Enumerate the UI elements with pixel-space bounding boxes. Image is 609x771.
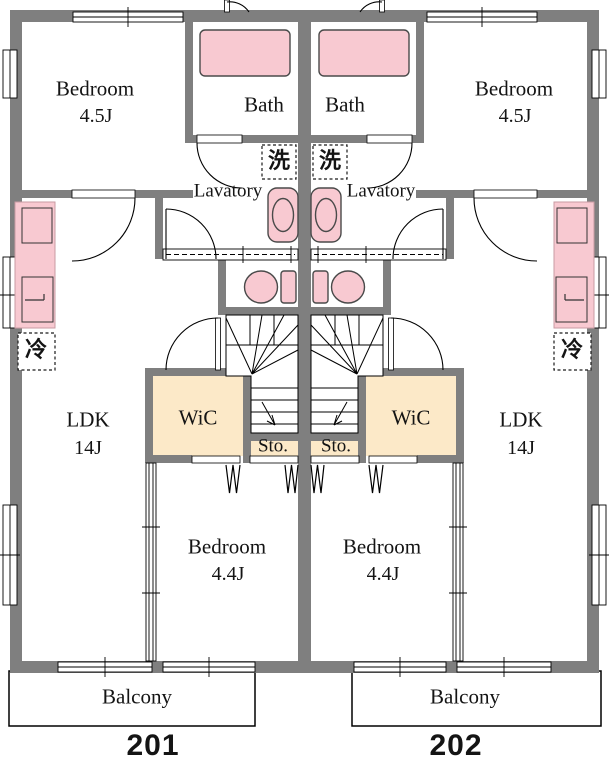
room-label-bedroom-bottom-right: Bedroom [342, 534, 422, 559]
room-label-lavatory-right: Lavatory [346, 180, 416, 202]
fixtures-layer [14, 29, 595, 329]
doors-layer [71, 0, 538, 371]
bifold-door-icons [225, 464, 384, 494]
kitchen-counter-right-icon [553, 201, 595, 329]
bath-vent-door-left [224, 0, 250, 13]
refrigerator-box-left [17, 332, 56, 371]
room-label-lavatory-left: Lavatory [193, 180, 263, 202]
stairs-down-arrow-right [333, 401, 348, 426]
appliance-boxes [17, 144, 592, 371]
stairs-down-arrow-left [261, 401, 276, 426]
room-label-storage-right: Sto. [320, 435, 352, 457]
stair-hall-door-left [165, 317, 221, 371]
room-label-bedroom-top-right: Bedroom [474, 76, 554, 101]
washing-machine-label-right: 洗 [318, 149, 342, 174]
refrigerator-box-right [553, 332, 592, 371]
washing-machine-box-right [312, 144, 348, 180]
bedroom-top-door-left [71, 189, 136, 262]
bath-vent-door-right [359, 0, 385, 13]
balcony-label-left: Balcony [102, 684, 172, 709]
unit-number-202: 202 [429, 729, 483, 762]
room-label-storage-left: Sto. [257, 435, 289, 457]
room-size-bedroom-top-right: 4.5J [498, 105, 532, 127]
room-label-bedroom-bottom-left: Bedroom [187, 534, 267, 559]
washing-machine-label-left: 洗 [267, 149, 291, 174]
staircase-right [310, 314, 384, 434]
toilet-sliding-doors [162, 246, 447, 263]
unit-number-201: 201 [126, 729, 180, 762]
room-size-bedroom-top-left: 4.5J [79, 105, 113, 127]
bath-door-right [366, 134, 413, 189]
refrigerator-label-right: 冷 [560, 338, 584, 363]
balcony-right [351, 670, 602, 727]
room-label-bedroom-top-left: Bedroom [55, 76, 135, 101]
room-label-wic-left: WiC [178, 405, 218, 430]
room-label-bath-right: Bath [325, 92, 365, 117]
bathtub-right-icon [318, 29, 410, 77]
room-label-ldk-right: LDK [499, 407, 543, 432]
windows-layer [0, 7, 609, 677]
room-size-bedroom-bottom-left: 4.4J [211, 563, 245, 585]
bathtub-left-icon [199, 29, 291, 77]
bath-door-left [196, 134, 243, 189]
toilet-left-icon [243, 270, 297, 304]
refrigerator-label-left: 冷 [24, 338, 48, 363]
lavatory-door-right [392, 208, 444, 260]
balcony-left [8, 670, 256, 727]
room-label-bath-left: Bath [244, 92, 284, 117]
stair-hall-door-right [388, 317, 444, 371]
room-size-ldk-left: 14J [74, 437, 102, 459]
closet-door-openings [191, 455, 418, 464]
closet-fills [150, 376, 459, 456]
room-size-ldk-right: 14J [507, 437, 535, 459]
room-sliding-partitions [142, 462, 467, 662]
washbasin-right-icon [310, 187, 342, 243]
staircase-left [225, 314, 299, 434]
room-label-wic-right: WiC [391, 405, 431, 430]
bedroom-top-door-right [473, 189, 538, 262]
balcony-label-right: Balcony [430, 684, 500, 709]
toilet-right-icon [312, 270, 366, 304]
kitchen-counter-left-icon [14, 201, 56, 329]
room-size-bedroom-bottom-right: 4.4J [366, 563, 400, 585]
washbasin-left-icon [267, 187, 299, 243]
room-label-ldk-left: LDK [66, 407, 110, 432]
washing-machine-box-left [261, 144, 297, 180]
lavatory-door-left [165, 208, 217, 260]
